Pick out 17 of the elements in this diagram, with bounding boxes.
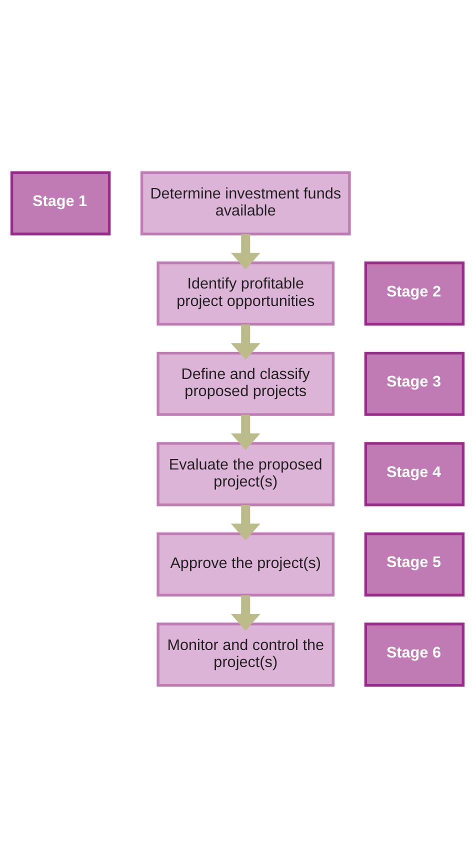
node-box: Stage 1 bbox=[10, 171, 111, 236]
node-box: Monitor and control the project(s) bbox=[156, 622, 335, 687]
arrow bbox=[230, 414, 260, 450]
node-box: Stage 4 bbox=[364, 442, 465, 506]
node-box: Stage 5 bbox=[364, 532, 465, 596]
node-box: Stage 6 bbox=[364, 622, 465, 687]
arrow bbox=[230, 234, 260, 270]
node-box: Evaluate the proposed project(s) bbox=[156, 442, 335, 506]
node-box: Identify profitable project opportunities bbox=[156, 262, 335, 326]
node-box: Stage 2 bbox=[364, 262, 465, 326]
node-box: Define and classify proposed projects bbox=[156, 352, 335, 416]
arrow bbox=[230, 324, 260, 360]
node-box: Approve the project(s) bbox=[156, 532, 335, 596]
arrow bbox=[230, 505, 260, 540]
node-box: Stage 3 bbox=[364, 352, 465, 416]
arrow bbox=[230, 595, 260, 631]
node-box: Determine investment funds available bbox=[140, 171, 351, 236]
